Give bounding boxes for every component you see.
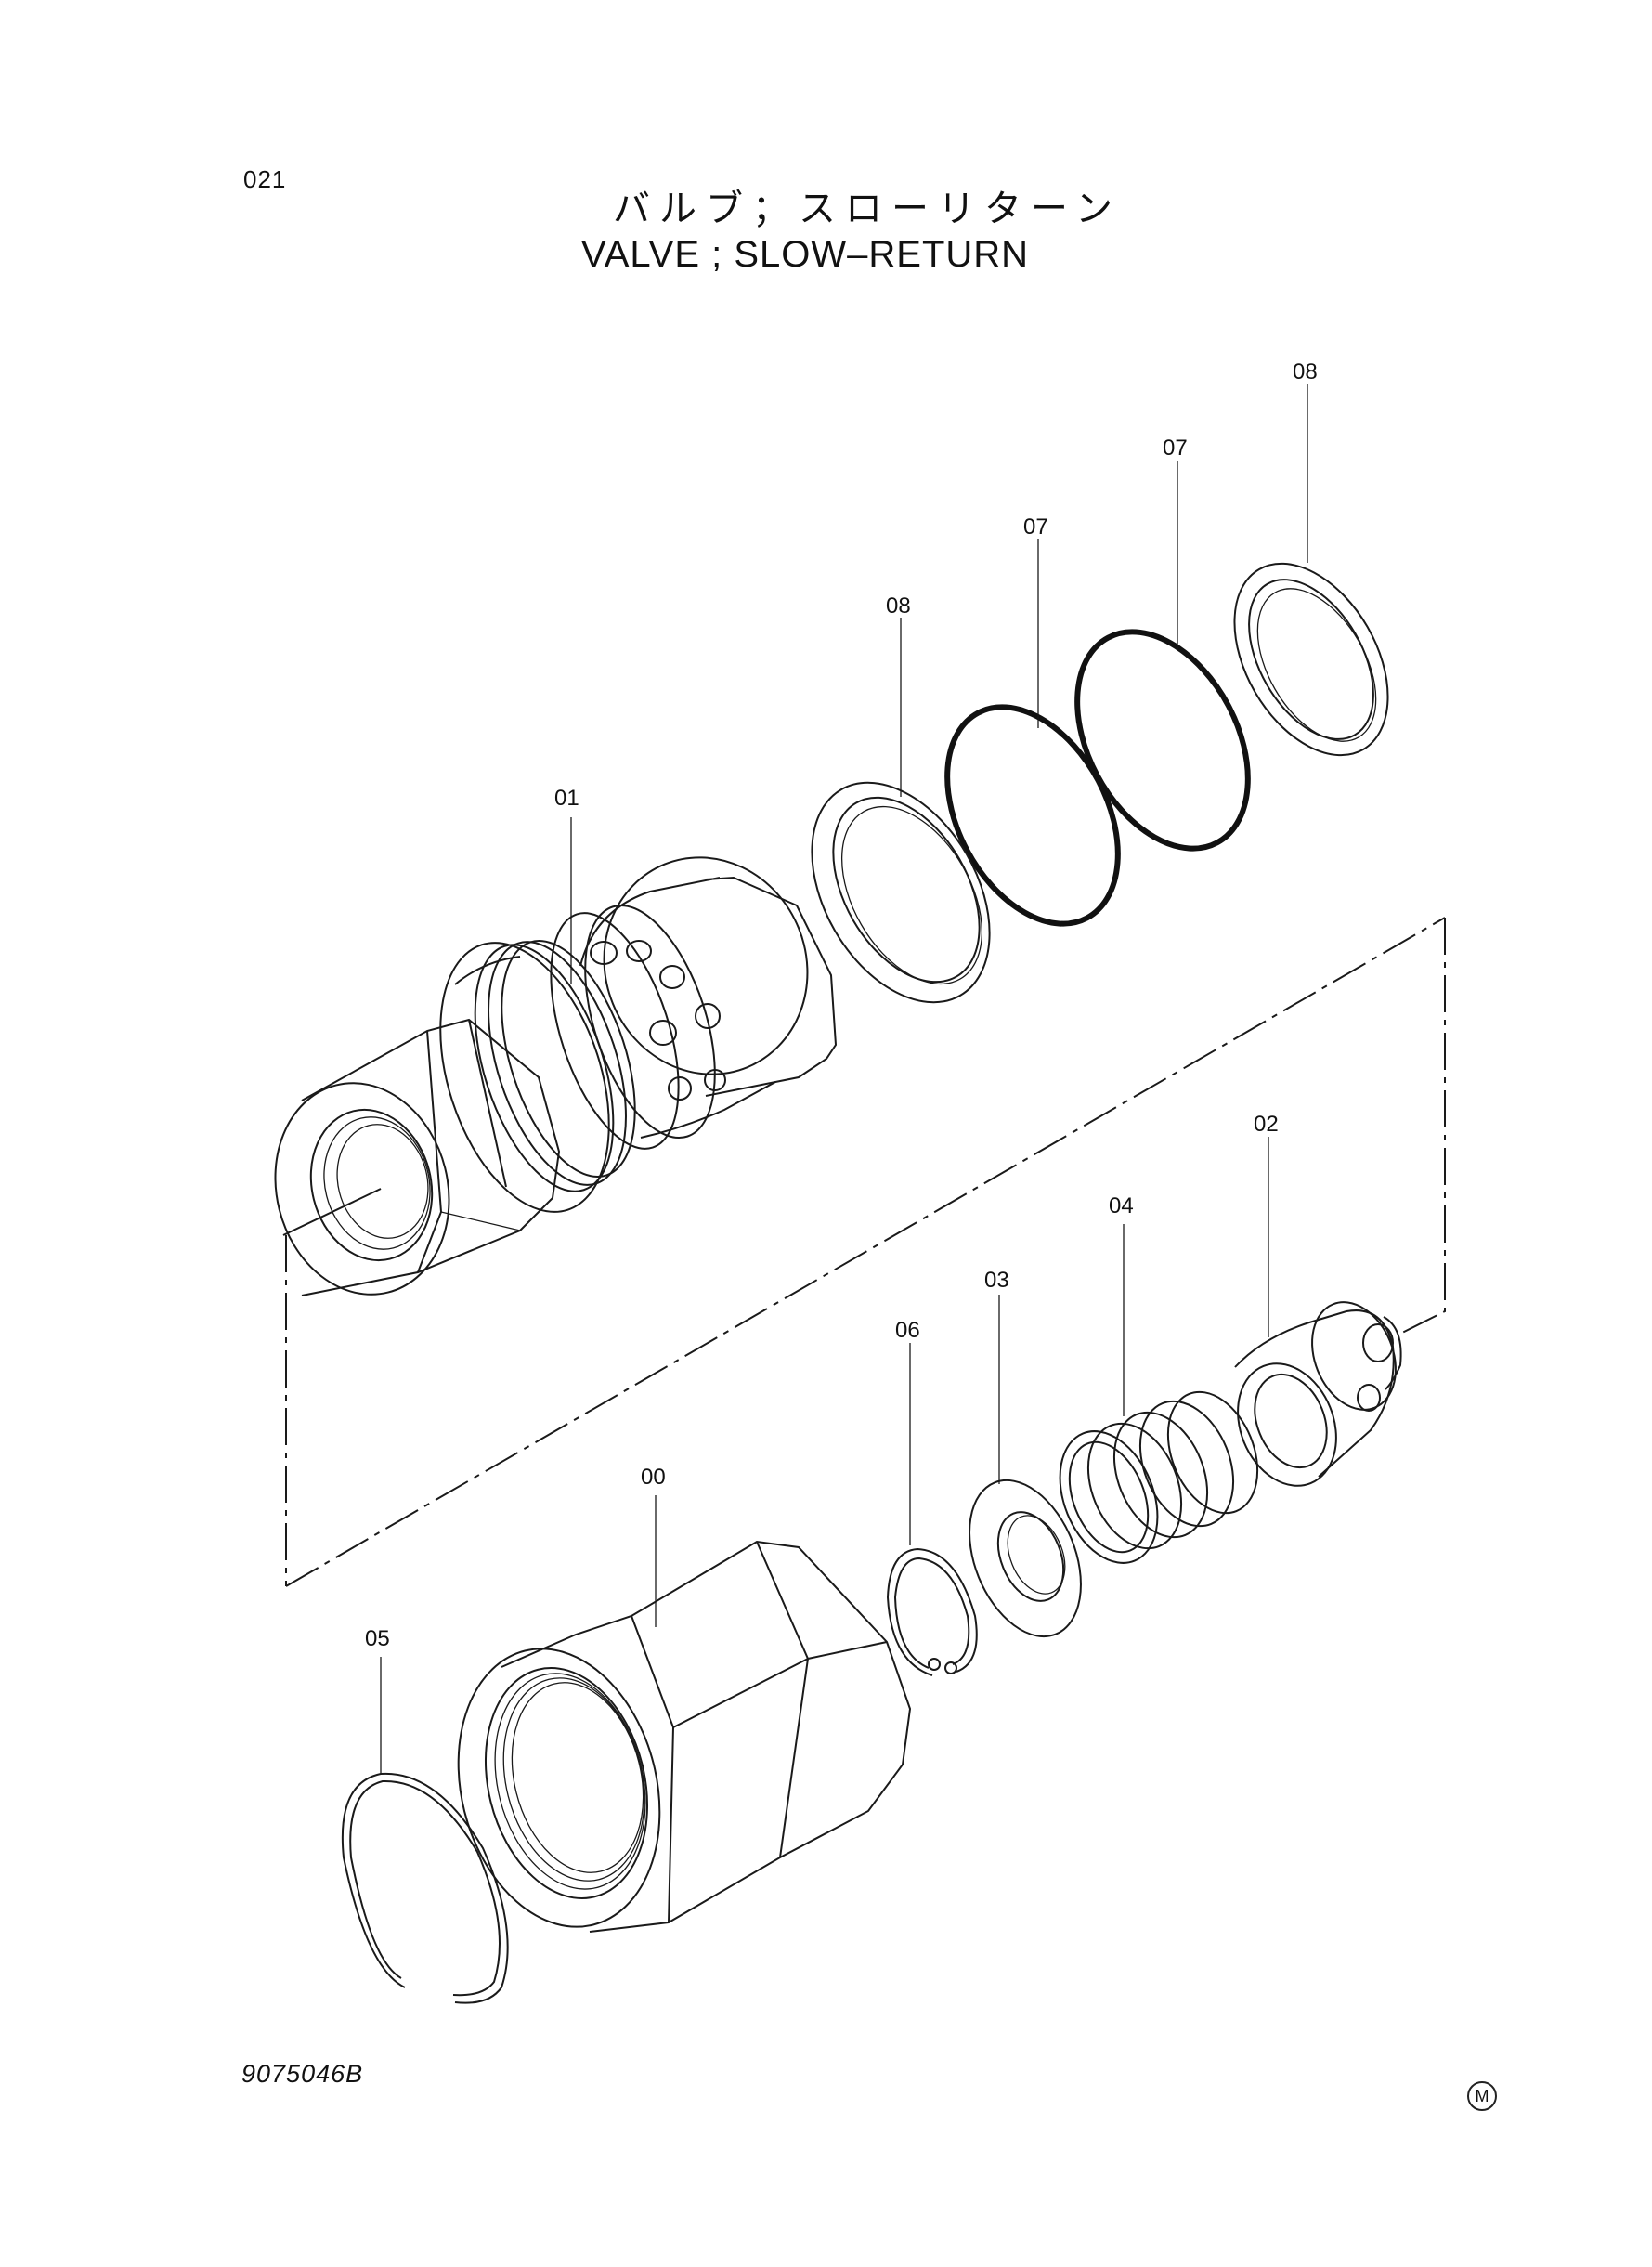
- callout-08-right: 08: [1293, 359, 1318, 384]
- callout-06: 06: [895, 1318, 920, 1343]
- part-07-oring-right: [1074, 629, 1251, 852]
- callout-01: 01: [554, 786, 579, 811]
- part-08-ring-right: [1233, 562, 1389, 757]
- part-07-oring-left: [944, 704, 1121, 927]
- title-japanese: バルブ；スローリターン: [613, 189, 1122, 229]
- assembly-line-right: [1399, 918, 1446, 1335]
- callout-02: 02: [1254, 1112, 1279, 1137]
- assembly-line-diagonal: [285, 917, 1446, 1587]
- part-06-snap-ring: [886, 1547, 978, 1676]
- callout-00: 00: [641, 1465, 666, 1490]
- callout-07-right: 07: [1163, 436, 1188, 461]
- callout-04: 04: [1109, 1193, 1134, 1218]
- m-mark: M: [1467, 2081, 1497, 2111]
- callout-07-left: 07: [1023, 515, 1048, 540]
- part-04-spring: [1059, 1390, 1259, 1564]
- part-03-washer: [969, 1479, 1082, 1638]
- part-00-housing: [457, 1540, 912, 1933]
- title-english: VALVE ; SLOW–RETURN: [581, 234, 1030, 275]
- callout-03: 03: [984, 1268, 1009, 1293]
- page-number: 021: [243, 165, 287, 193]
- part-02-poppet: [1234, 1301, 1402, 1487]
- part-05-retaining-ring: [341, 1772, 509, 2004]
- part-08-ring-left: [811, 781, 991, 1004]
- callout-05: 05: [365, 1626, 390, 1651]
- callout-08-left: 08: [886, 593, 911, 619]
- part-01-valve-body: [274, 856, 838, 1296]
- drawing-number: 9075046B: [241, 2060, 364, 2088]
